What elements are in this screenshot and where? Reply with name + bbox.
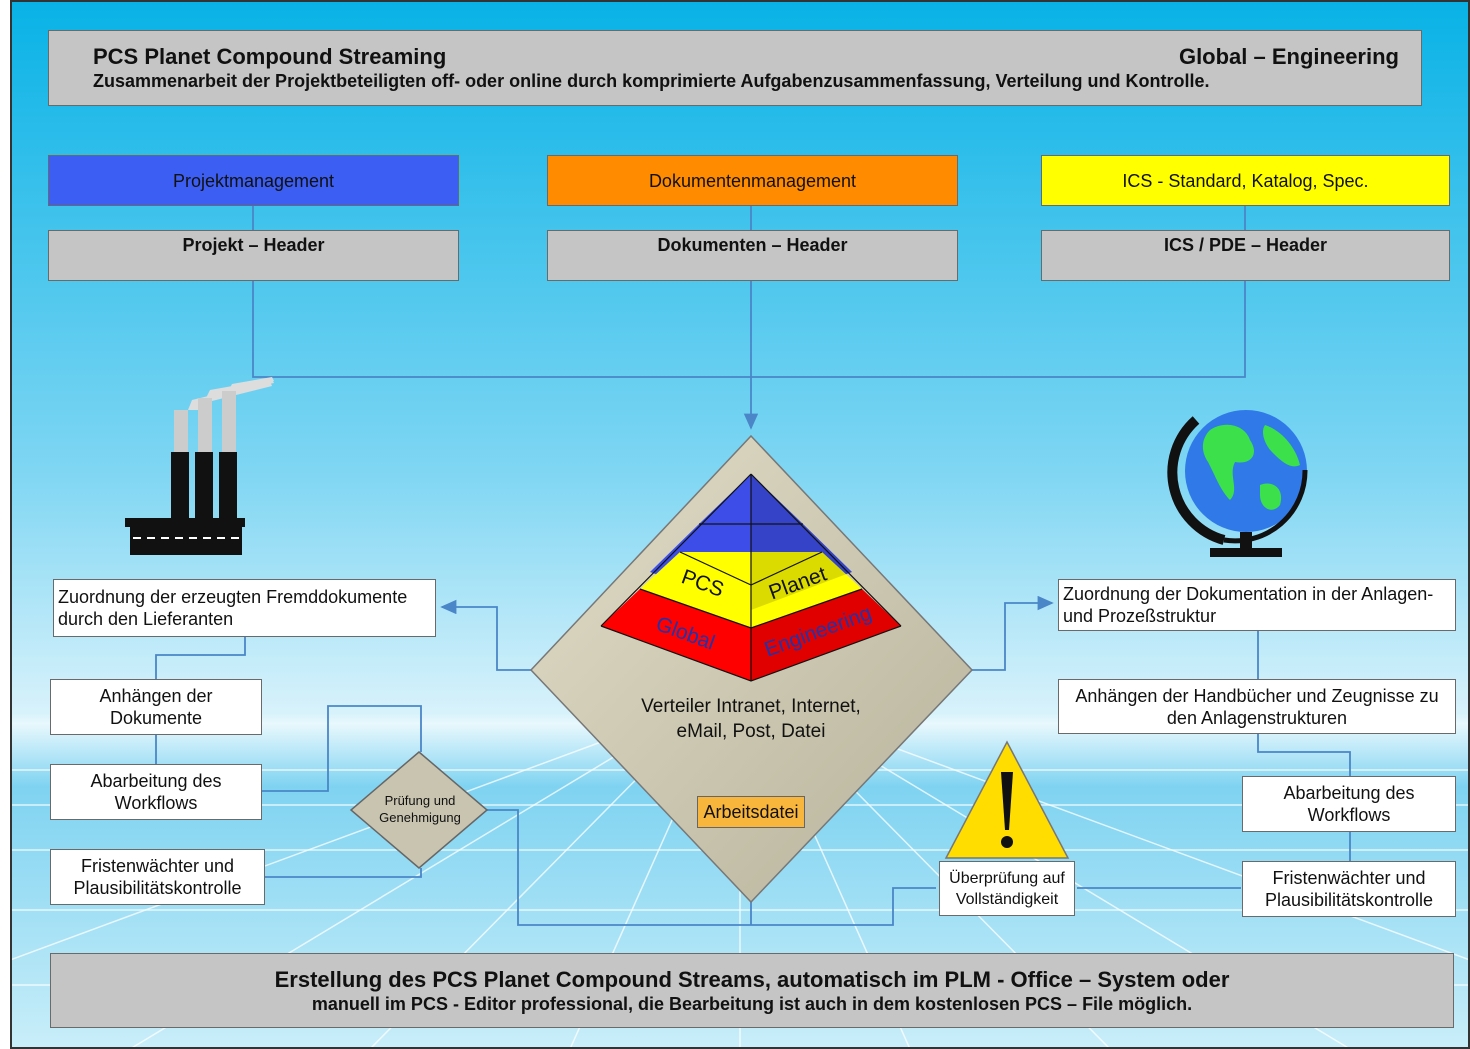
header-title-row: PCS Planet Compound Streaming Global – E… <box>93 44 1399 70</box>
right-assignment-box: Zuordnung der Dokumentation in der Anlag… <box>1058 579 1456 631</box>
globe-icon <box>1167 410 1308 557</box>
footer-line-1: Erstellung des PCS Planet Compound Strea… <box>274 966 1230 992</box>
left-workflow-box: Abarbeitung des Workflows <box>50 764 262 820</box>
right-workflow-label: Abarbeitung des Workflows <box>1283 783 1415 825</box>
arbeitsdatei-box: Arbeitsdatei <box>697 796 805 828</box>
right-deadline-box: Fristenwächter und Plausibilitätskontrol… <box>1242 861 1456 917</box>
left-deadline-box: Fristenwächter und Plausibilitätskontrol… <box>50 849 265 905</box>
right-attach-label: Anhängen der Handbücher und Zeugnisse zu… <box>1075 685 1439 728</box>
projekt-header-label: Projekt – Header <box>182 235 325 255</box>
check-label: Überprüfung auf Vollständigkeit <box>949 869 1065 908</box>
right-assignment-label: Zuordnung der Dokumentation in der Anlag… <box>1063 584 1434 626</box>
distribution-text: Verteiler Intranet, Internet, eMail, Pos… <box>641 696 861 742</box>
check-box: Überprüfung auf Vollständigkeit <box>939 861 1075 916</box>
right-workflow-box: Abarbeitung des Workflows <box>1242 776 1456 832</box>
column-label: Dokumentenmanagement <box>648 170 857 191</box>
dokumenten-header-label: Dokumenten – Header <box>657 235 848 255</box>
approval-label: Prüfung und Genehmigung <box>379 793 461 825</box>
right-attach-box: Anhängen der Handbücher und Zeugnisse zu… <box>1058 679 1456 734</box>
ics-header-box: ICS / PDE – Header <box>1041 230 1450 281</box>
header-box: PCS Planet Compound Streaming Global – E… <box>48 30 1422 106</box>
left-assignment-label: Zuordnung der erzeugten Fremddokumente d… <box>58 587 408 629</box>
left-workflow-label: Abarbeitung des Workflows <box>90 771 222 813</box>
left-attach-box: Anhängen der Dokumente <box>50 679 262 735</box>
left-attach-label: Anhängen der Dokumente <box>99 686 213 728</box>
projekt-header-box: Projekt – Header <box>48 230 459 281</box>
right-deadline-label: Fristenwächter und Plausibilitätskontrol… <box>1264 868 1434 910</box>
ics-header-label: ICS / PDE – Header <box>1163 235 1328 255</box>
column-ics: ICS - Standard, Katalog, Spec. <box>1041 155 1450 206</box>
header-subtitle: Zusammenarbeit der Projektbeteiligten of… <box>93 71 1210 91</box>
footer-line-2: manuell im PCS - Editor professional, di… <box>311 993 1193 1014</box>
header-title-left: PCS Planet Compound Streaming <box>93 44 447 69</box>
column-projektmanagement: Projektmanagement <box>48 155 459 206</box>
left-deadline-label: Fristenwächter und Plausibilitätskontrol… <box>73 856 242 898</box>
footer-box: Erstellung des PCS Planet Compound Strea… <box>50 953 1454 1028</box>
column-label: ICS - Standard, Katalog, Spec. <box>1122 170 1369 191</box>
dokumenten-header-box: Dokumenten – Header <box>547 230 958 281</box>
factory-icon <box>125 377 274 555</box>
arbeitsdatei-label: Arbeitsdatei <box>703 802 799 822</box>
column-label: Projektmanagement <box>172 170 335 191</box>
header-title-right: Global – Engineering <box>1178 44 1399 69</box>
column-dokumentenmanagement: Dokumentenmanagement <box>547 155 958 206</box>
left-assignment-box: Zuordnung der erzeugten Fremddokumente d… <box>53 579 436 637</box>
